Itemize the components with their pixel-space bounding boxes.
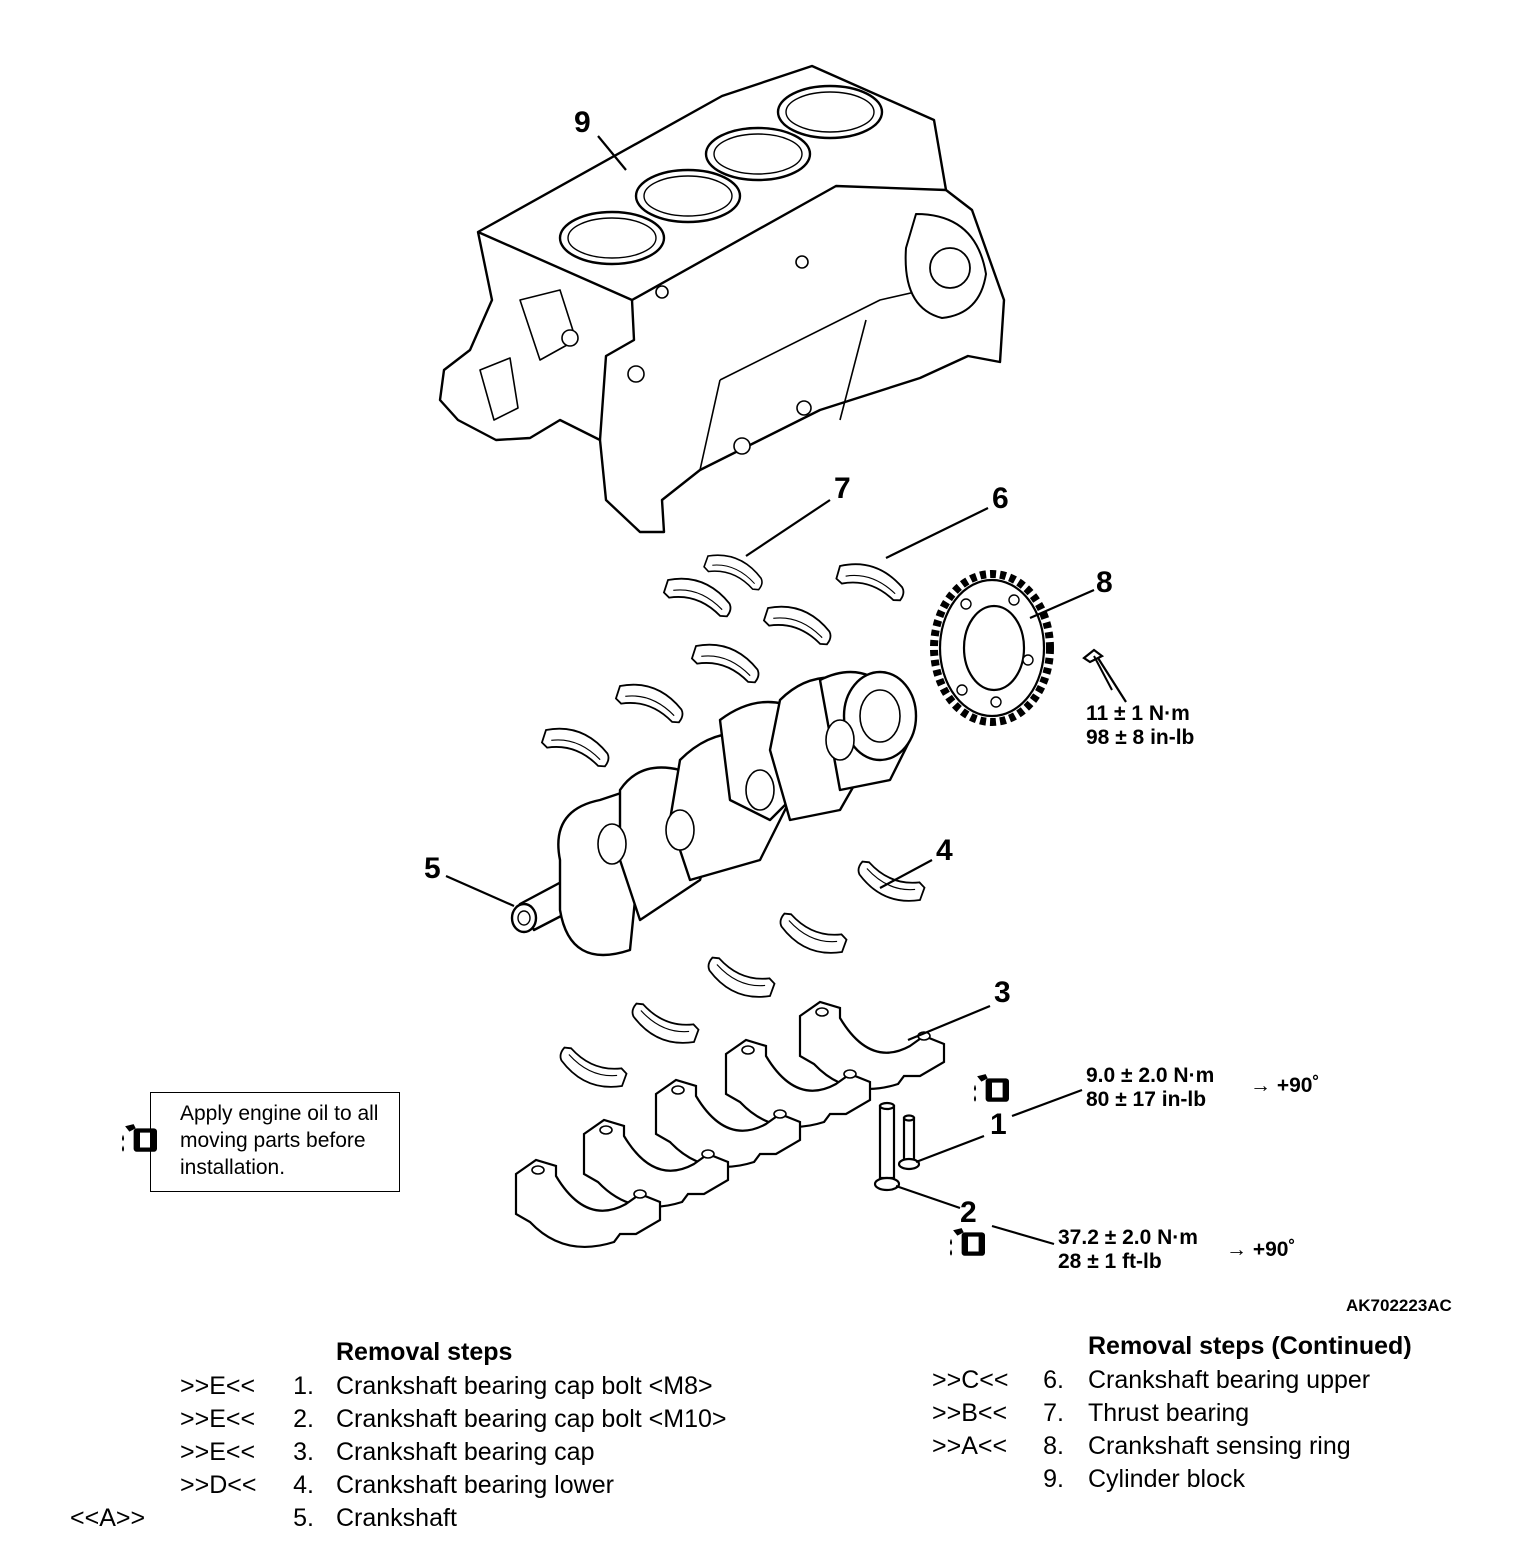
torque-imperial: 98 ± 8 in-lb — [1086, 726, 1195, 749]
step-name: Crankshaft sensing ring — [1088, 1432, 1351, 1460]
callout-9: 9 — [574, 106, 591, 139]
torque-cap-bolt-m8: 9.0 ± 2.0 N·m 80 ± 17 in-lb — [1086, 1064, 1214, 1112]
torque-angle-m10: → +90˚ — [1226, 1238, 1296, 1261]
note-box — [150, 1092, 400, 1192]
crankshaft-drawing — [510, 670, 918, 957]
callout-7: 7 — [834, 472, 851, 505]
sensing-ring-drawing — [930, 570, 1113, 726]
step-num: 3. — [293, 1438, 314, 1466]
step-num: 9. — [1043, 1465, 1064, 1493]
step-code: >>D<< — [180, 1471, 257, 1499]
torque-imperial: 28 ± 1 ft-lb — [1058, 1250, 1162, 1273]
callout-6: 6 — [992, 482, 1009, 515]
step-code: >>E<< — [180, 1372, 256, 1400]
step-name: Crankshaft bearing cap bolt <M10> — [336, 1405, 727, 1433]
note-text: Apply engine oil to all moving parts bef… — [180, 1102, 379, 1179]
cylinder-block-drawing — [438, 64, 1006, 534]
removal-steps-continued-title: Removal steps (Continued) — [1088, 1332, 1412, 1360]
step-name: Crankshaft bearing cap bolt <M8> — [336, 1372, 713, 1400]
callout-2: 2 — [960, 1196, 977, 1229]
torque-sensing-ring-bolt: 11 ± 1 N·m 98 ± 8 in-lb — [1086, 702, 1194, 750]
torque-metric: 11 ± 1 N·m — [1086, 702, 1190, 725]
torque-imperial: 80 ± 17 in-lb — [1086, 1088, 1207, 1111]
step-num: 7. — [1043, 1399, 1064, 1427]
removal-steps-title: Removal steps — [336, 1338, 513, 1366]
torque-metric: 37.2 ± 2.0 N·m — [1058, 1226, 1198, 1249]
callout-5: 5 — [424, 852, 441, 885]
torque-angle-m8: → +90˚ — [1250, 1074, 1320, 1097]
step-code: >>A<< — [932, 1432, 1008, 1460]
step-code: >>C<< — [932, 1366, 1009, 1394]
leader-lines — [445, 135, 1127, 1246]
step-name: Crankshaft — [336, 1504, 457, 1532]
torque-metric: 9.0 ± 2.0 N·m — [1086, 1064, 1215, 1087]
step-name: Cylinder block — [1088, 1465, 1246, 1493]
oil-can-icon — [949, 1228, 985, 1256]
step-num: 5. — [293, 1504, 314, 1532]
step-num: 4. — [293, 1471, 314, 1499]
callout-3: 3 — [994, 976, 1011, 1009]
step-num: 8. — [1043, 1432, 1064, 1460]
step-num: 2. — [293, 1405, 314, 1433]
step-code: >>E<< — [180, 1405, 256, 1433]
step-num: 6. — [1043, 1366, 1064, 1394]
callout-1: 1 — [990, 1108, 1007, 1141]
callout-8: 8 — [1096, 566, 1113, 599]
step-name: Crankshaft bearing lower — [336, 1471, 614, 1499]
step-name: Crankshaft bearing cap — [336, 1438, 595, 1466]
callout-4: 4 — [936, 834, 953, 867]
cap-bolts-drawing — [873, 1101, 921, 1192]
figure-code: AK702223AC — [1346, 1296, 1452, 1315]
step-code: >>B<< — [932, 1399, 1008, 1427]
step-name: Thrust bearing — [1088, 1399, 1250, 1427]
step-code: >>E<< — [180, 1438, 256, 1466]
step-num: 1. — [293, 1372, 314, 1400]
step-name: Crankshaft bearing upper — [1088, 1366, 1371, 1394]
oil-can-icon — [973, 1074, 1009, 1102]
step-code: <<A>> — [70, 1504, 146, 1532]
torque-cap-bolt-m10: 37.2 ± 2.0 N·m 28 ± 1 ft-lb — [1058, 1226, 1198, 1274]
